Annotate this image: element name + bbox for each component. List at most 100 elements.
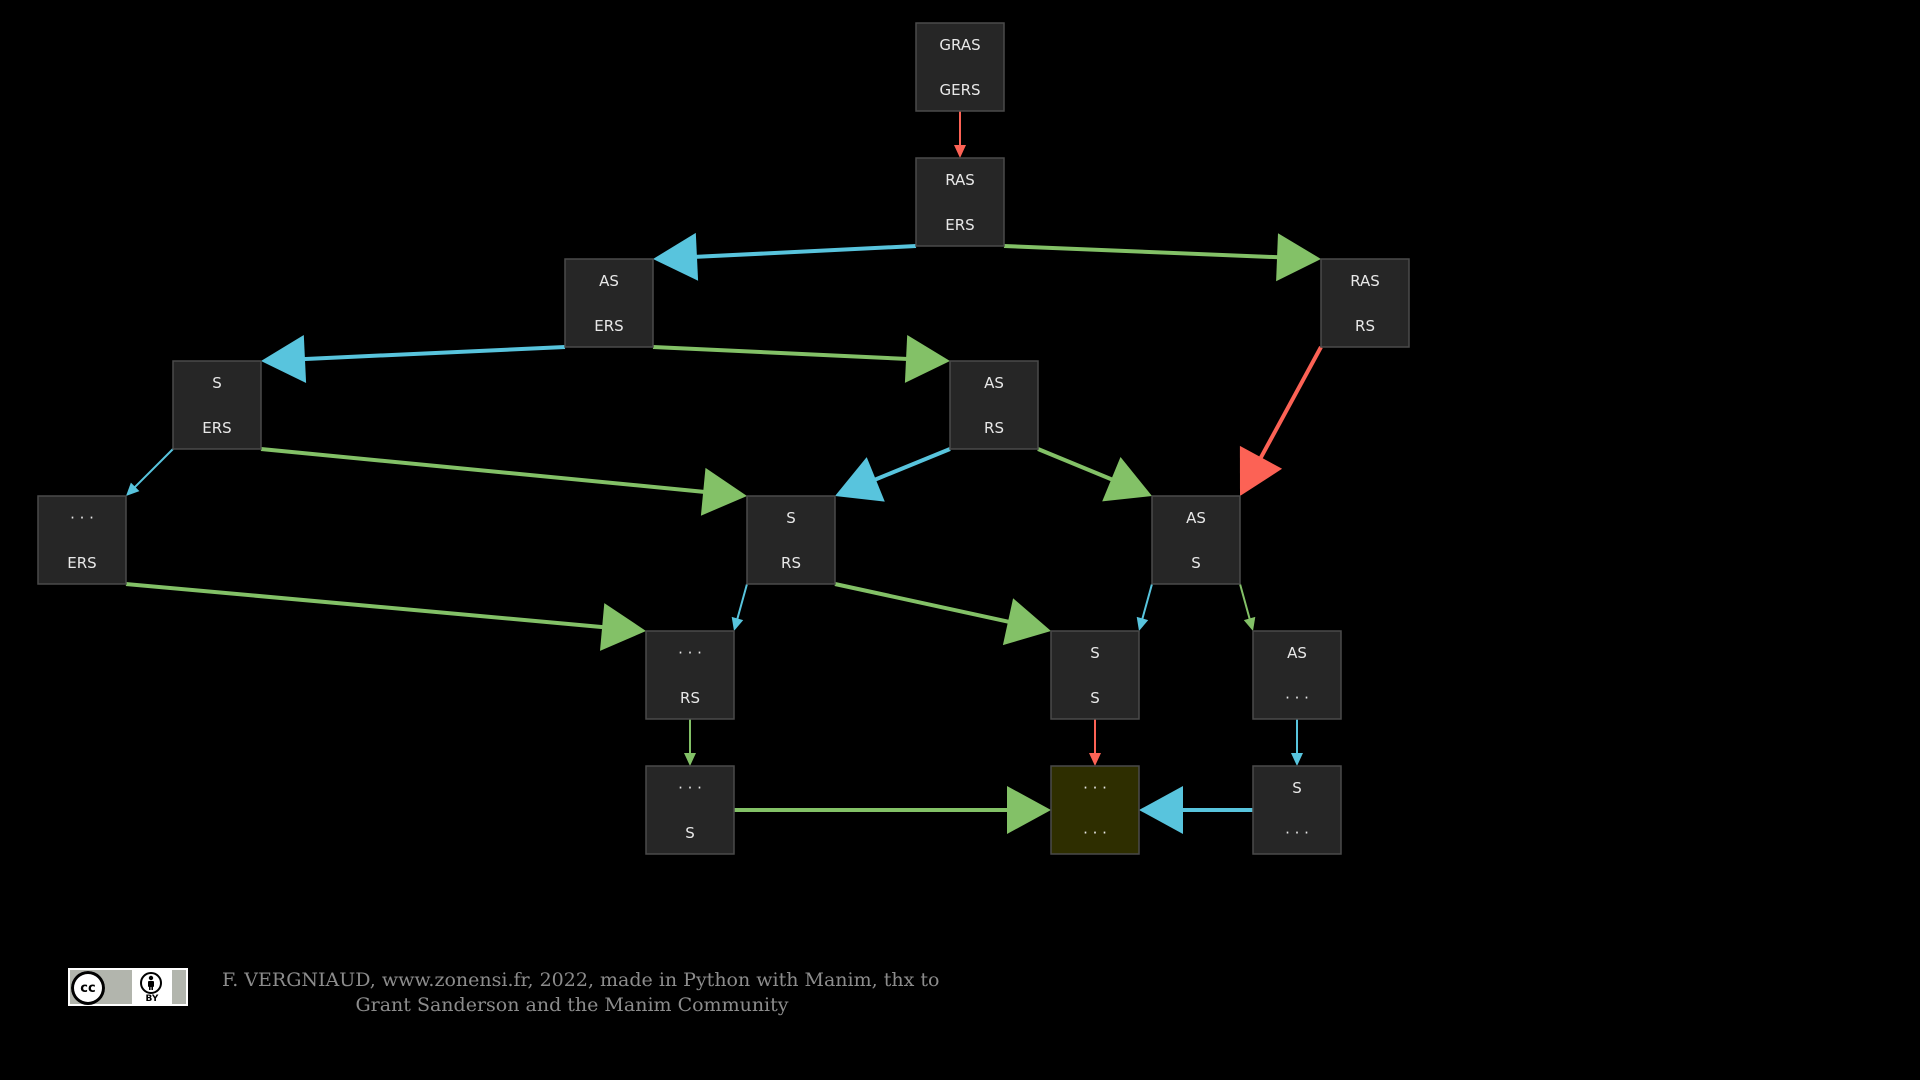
edge-line	[1140, 583, 1153, 621]
node-bottom-word: ERS	[594, 317, 623, 335]
arrow-head-icon	[684, 753, 696, 766]
edge-line	[125, 582, 605, 630]
arrow-head-icon	[835, 457, 885, 502]
edge-line	[873, 447, 951, 482]
edge-as-rs-to-as-s	[1037, 447, 1152, 502]
edge-ras-rs-to-as-s	[1239, 346, 1323, 496]
edge-ras-ers-to-ras-rs	[1003, 233, 1321, 282]
node-s-s: SS	[1050, 630, 1140, 720]
edge-line	[1239, 583, 1252, 621]
edge-line	[1003, 244, 1280, 260]
edge-dots-rs-to-dots-s	[684, 719, 696, 766]
edge-as-rs-to-s-rs	[835, 447, 951, 502]
node-box	[1050, 765, 1140, 855]
node-as-ers: AS ERS	[564, 258, 654, 348]
node-top-word: AS	[984, 374, 1004, 392]
node-dots-dots: · · · · · ·	[1050, 765, 1140, 855]
credits-footer: cc BY F. VERGNIAUD, www.zonensi.fr, 2022…	[68, 968, 940, 1018]
arrow-head-icon	[954, 145, 966, 158]
credit-line-1: F. VERGNIAUD, www.zonensi.fr, 2022, made…	[222, 969, 940, 991]
edge-as-ers-to-as-rs	[652, 335, 950, 383]
node-dots-ers: · · ·ERS	[37, 495, 127, 585]
edge-as-dots-to-s-dots	[1291, 719, 1303, 766]
node-top-word: RAS	[1350, 272, 1380, 290]
arrow-head-icon	[600, 603, 646, 651]
node-bottom-word: RS	[984, 419, 1004, 437]
node-box	[1320, 258, 1410, 348]
arrow-head-icon	[1136, 616, 1149, 631]
edge-line	[1258, 346, 1323, 461]
edge-gras-gers-to-ras-ers	[954, 111, 966, 158]
edge-as-ers-to-s-ers	[261, 335, 566, 383]
node-top-word: · · ·	[70, 509, 94, 527]
edge-s-ers-to-dots-ers	[126, 448, 174, 496]
node-top-word: AS	[1287, 644, 1307, 662]
node-dots-rs: · · ·RS	[645, 630, 735, 720]
credit-line-2: Grant Sanderson and the Manim Community	[355, 994, 789, 1016]
arrow-head-icon	[904, 335, 950, 383]
node-top-word: S	[1090, 644, 1100, 662]
node-bottom-word: · · ·	[1083, 824, 1107, 842]
node-top-word: S	[212, 374, 222, 392]
arrow-head-icon	[1139, 786, 1183, 834]
node-box	[915, 157, 1005, 247]
edge-as-s-to-as-dots	[1239, 583, 1256, 631]
node-box	[645, 630, 735, 720]
node-box	[1050, 630, 1140, 720]
edges-layer	[125, 111, 1323, 834]
node-top-word: · · ·	[1083, 779, 1107, 797]
arrow-head-icon	[126, 482, 140, 496]
node-box	[1252, 630, 1342, 720]
edge-line	[302, 345, 566, 362]
person-glyph	[148, 975, 154, 990]
edge-line	[133, 448, 174, 489]
edge-line	[652, 345, 909, 362]
node-bottom-word: S	[1090, 689, 1100, 707]
arrow-head-icon	[731, 616, 744, 631]
cc-label: cc	[80, 980, 96, 996]
edge-as-s-to-s-s	[1136, 583, 1153, 631]
node-box	[1252, 765, 1342, 855]
node-box	[645, 765, 735, 855]
node-ras-ers: RAS ERS	[915, 157, 1005, 247]
node-bottom-word: ERS	[945, 216, 974, 234]
cc-by-license-badge: cc BY	[68, 968, 188, 1006]
edge-ras-ers-to-as-ers	[653, 232, 917, 281]
arrow-head-icon	[1243, 616, 1256, 631]
node-box	[915, 22, 1005, 112]
node-as-s: AS S	[1151, 495, 1241, 585]
node-as-dots: AS · · ·	[1252, 630, 1342, 720]
node-bottom-word: · · ·	[1285, 689, 1309, 707]
node-bottom-word: · · ·	[1285, 824, 1309, 842]
node-s-rs: SRS	[746, 495, 836, 585]
edge-line	[834, 582, 1011, 625]
node-top-word: AS	[599, 272, 619, 290]
edge-line	[694, 244, 917, 259]
node-bottom-word: ERS	[202, 419, 231, 437]
arrow-head-icon	[261, 335, 307, 383]
arrow-head-icon	[1276, 233, 1321, 282]
edge-dots-s-to-dots-dots	[734, 786, 1051, 834]
node-box	[37, 495, 127, 585]
node-dots-s: · · ·S	[645, 765, 735, 855]
arrow-head-icon	[1291, 753, 1303, 766]
edge-line	[260, 447, 706, 494]
credit-text: F. VERGNIAUD, www.zonensi.fr, 2022, made…	[222, 968, 940, 1018]
node-top-word: RAS	[945, 171, 975, 189]
node-box	[1151, 495, 1241, 585]
node-top-word: · · ·	[678, 779, 702, 797]
edge-line	[1037, 447, 1114, 482]
edge-s-dots-to-dots-dots	[1139, 786, 1253, 834]
arrow-head-icon	[1007, 786, 1051, 834]
node-s-dots: S· · ·	[1252, 765, 1342, 855]
edge-s-s-to-dots-dots	[1089, 719, 1101, 766]
arrow-head-icon	[700, 467, 747, 516]
node-bottom-word: S	[1191, 554, 1201, 572]
edge-s-rs-to-dots-rs	[731, 583, 748, 631]
node-top-word: AS	[1186, 509, 1206, 527]
arrow-head-icon	[1102, 457, 1152, 502]
